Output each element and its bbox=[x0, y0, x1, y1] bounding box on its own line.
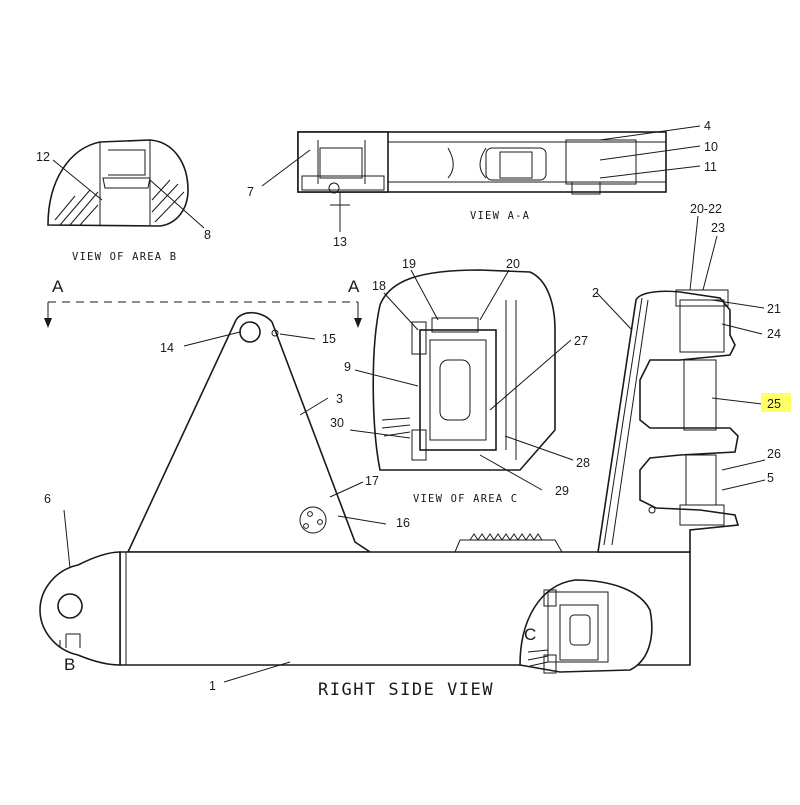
callout-25: 25 bbox=[767, 397, 781, 411]
callout-26: 26 bbox=[767, 447, 781, 461]
callout-10: 10 bbox=[704, 140, 718, 154]
callout-8: 8 bbox=[204, 228, 211, 242]
callout-3: 3 bbox=[336, 392, 343, 406]
callout-15: 15 bbox=[322, 332, 336, 346]
callout-13: 13 bbox=[333, 235, 347, 249]
view-area-b-caption: VIEW OF AREA B bbox=[72, 251, 177, 263]
section-line-a: A A bbox=[44, 277, 362, 328]
callout-12: 12 bbox=[36, 150, 50, 164]
view-area-c: VIEW OF AREA C bbox=[372, 269, 556, 505]
callout-6: 6 bbox=[44, 492, 51, 506]
callout-2: 2 bbox=[592, 286, 599, 300]
callout-25-highlight bbox=[761, 393, 791, 412]
callout-23: 23 bbox=[711, 221, 725, 235]
view-a-a-caption: VIEW A-A bbox=[470, 210, 530, 222]
callout-11: 11 bbox=[704, 160, 717, 174]
callout-19: 19 bbox=[402, 257, 416, 271]
callout-5: 5 bbox=[767, 471, 774, 485]
section-a-right: A bbox=[348, 277, 360, 296]
callout-7: 7 bbox=[247, 185, 254, 199]
callout-28: 28 bbox=[576, 456, 590, 470]
callout-9: 9 bbox=[344, 360, 351, 374]
callout-27: 27 bbox=[574, 334, 588, 348]
right-side-view-caption: RIGHT SIDE VIEW bbox=[318, 680, 494, 700]
callout-20-22: 20-22 bbox=[690, 202, 722, 216]
area-b-mark: B bbox=[64, 655, 75, 674]
view-area-c-caption: VIEW OF AREA C bbox=[413, 493, 518, 505]
right-side-view: C B RIGHT SIDE VIEW bbox=[39, 289, 740, 700]
view-area-b: VIEW OF AREA B bbox=[47, 139, 189, 263]
callout-30: 30 bbox=[330, 416, 344, 430]
callout-4: 4 bbox=[704, 119, 711, 133]
callout-1: 1 bbox=[209, 679, 216, 693]
callout-14: 14 bbox=[160, 341, 174, 355]
callout-21: 21 bbox=[767, 302, 781, 316]
callout-24: 24 bbox=[767, 327, 781, 341]
view-a-a: VIEW A-A bbox=[297, 131, 667, 222]
callout-16: 16 bbox=[396, 516, 410, 530]
callout-29: 29 bbox=[555, 484, 569, 498]
leader-lines bbox=[52, 125, 766, 683]
callout-20: 20 bbox=[506, 257, 520, 271]
section-a-left: A bbox=[52, 277, 64, 296]
area-c-mark: C bbox=[524, 625, 536, 644]
callout-18: 18 bbox=[372, 279, 386, 293]
callout-17: 17 bbox=[365, 474, 379, 488]
callout-numbers: 12 8 7 4 10 11 13 14 15 3 17 16 6 1 2 18… bbox=[36, 119, 791, 693]
